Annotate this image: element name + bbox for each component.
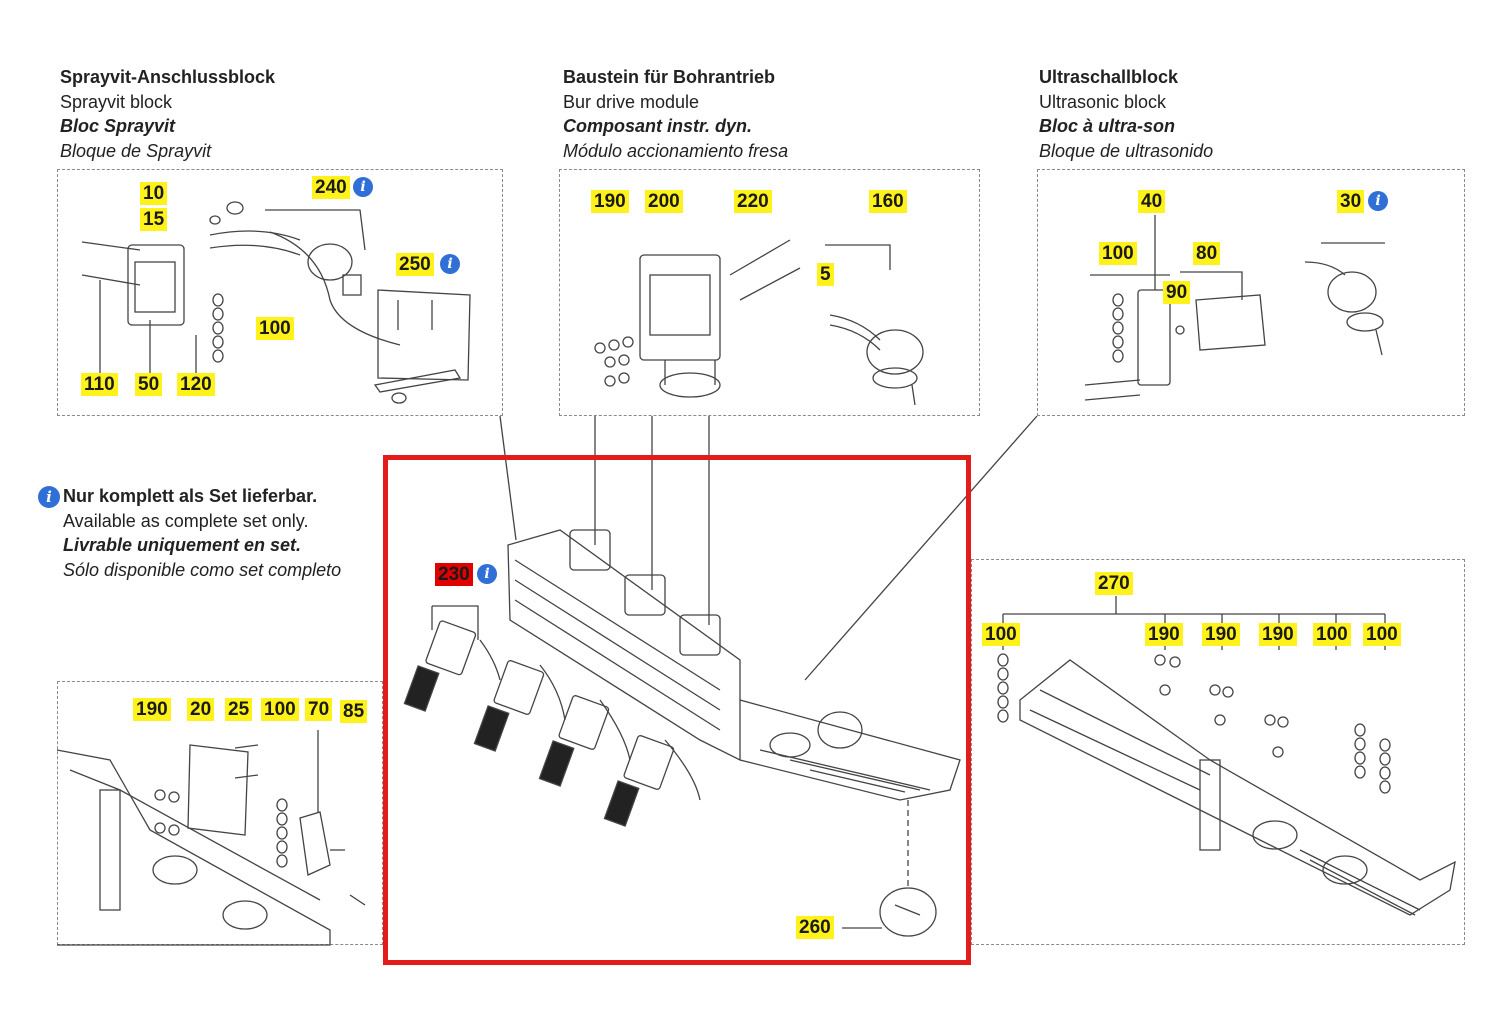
- part-label[interactable]: 190: [1145, 623, 1183, 646]
- part-label[interactable]: 70: [305, 698, 333, 721]
- heading-fr: Composant instr. dyn.: [563, 116, 753, 136]
- heading-de: Sprayvit-Anschlussblock: [60, 67, 276, 87]
- part-label[interactable]: 220: [734, 190, 772, 213]
- part-label[interactable]: 85: [340, 700, 368, 723]
- heading-fr: Bloc Sprayvit: [60, 116, 176, 136]
- part-label[interactable]: 25: [225, 698, 253, 721]
- part-label-highlighted[interactable]: 230: [435, 563, 473, 586]
- part-label[interactable]: 40: [1138, 190, 1166, 213]
- info-icon: i: [1368, 191, 1388, 211]
- info-icon: i: [353, 177, 373, 197]
- part-label[interactable]: 270: [1095, 572, 1133, 595]
- part-label[interactable]: 30: [1337, 190, 1365, 213]
- heading-en: Sprayvit block: [60, 91, 173, 112]
- part-label[interactable]: 10: [140, 182, 168, 205]
- ultrasonic-parts: [1084, 215, 1385, 401]
- part-label[interactable]: 100: [1313, 623, 1351, 646]
- info-icon: i: [38, 486, 60, 508]
- left-lower-parts: [56, 730, 366, 946]
- part-label[interactable]: 190: [133, 698, 171, 721]
- set-only-note: i Nur komplett als Set lieferbar. Availa…: [38, 484, 388, 582]
- part-label[interactable]: 110: [81, 373, 118, 396]
- part-label[interactable]: 240: [312, 176, 350, 199]
- part-label[interactable]: 260: [796, 916, 834, 939]
- part-label[interactable]: 90: [1163, 281, 1191, 304]
- part-label[interactable]: 100: [261, 698, 299, 721]
- part-label[interactable]: 100: [1363, 623, 1401, 646]
- heading-fr: Bloc à ultra-son: [1039, 116, 1176, 136]
- part-label[interactable]: 80: [1193, 242, 1221, 265]
- heading-es: Módulo accionamiento fresa: [563, 140, 789, 161]
- heading-de: Baustein für Bohrantrieb: [563, 67, 776, 87]
- part-label[interactable]: 15: [140, 208, 168, 231]
- ultrasonic-detail-box: [1037, 169, 1465, 416]
- note-fr: Livrable uniquement en set.: [63, 535, 302, 555]
- part-label[interactable]: 20: [187, 698, 215, 721]
- part-label[interactable]: 160: [869, 190, 907, 213]
- right-lower-detail-box: [971, 559, 1465, 945]
- highlight-frame: [383, 455, 971, 965]
- part-label[interactable]: 50: [135, 373, 163, 396]
- right-lower-parts: [997, 596, 1456, 916]
- part-label[interactable]: 100: [256, 317, 294, 340]
- note-de: Nur komplett als Set lieferbar.: [63, 486, 318, 506]
- heading-bur-drive: Baustein für Bohrantrieb Bur drive modul…: [563, 65, 788, 163]
- info-icon: i: [440, 254, 460, 274]
- leader-line: [499, 415, 517, 541]
- heading-ultrasonic: Ultraschallblock Ultrasonic block Bloc à…: [1039, 65, 1213, 163]
- part-label[interactable]: 100: [1099, 242, 1137, 265]
- info-icon: i: [477, 564, 497, 584]
- part-label[interactable]: 190: [1259, 623, 1297, 646]
- main-assembly: [403, 529, 961, 937]
- bur-drive-detail-box: [559, 169, 980, 416]
- heading-en: Ultrasonic block: [1039, 91, 1167, 112]
- part-label[interactable]: 190: [1202, 623, 1240, 646]
- bur-drive-parts: [594, 239, 924, 406]
- part-label[interactable]: 120: [177, 373, 215, 396]
- part-label[interactable]: 200: [645, 190, 683, 213]
- leader-line: [804, 415, 1038, 681]
- sprayvit-parts: [81, 201, 471, 404]
- note-en: Available as complete set only.: [63, 510, 309, 531]
- sprayvit-detail-box: [57, 169, 503, 416]
- part-label[interactable]: 190: [591, 190, 629, 213]
- heading-es: Bloque de ultrasonido: [1039, 140, 1214, 161]
- note-es: Sólo disponible como set completo: [63, 559, 342, 580]
- heading-sprayvit: Sprayvit-Anschlussblock Sprayvit block B…: [60, 65, 275, 163]
- heading-en: Bur drive module: [563, 91, 700, 112]
- heading-de: Ultraschallblock: [1039, 67, 1179, 87]
- part-label[interactable]: 100: [982, 623, 1020, 646]
- part-label[interactable]: 5: [817, 263, 834, 286]
- heading-es: Bloque de Sprayvit: [60, 140, 212, 161]
- part-label[interactable]: 250: [396, 253, 434, 276]
